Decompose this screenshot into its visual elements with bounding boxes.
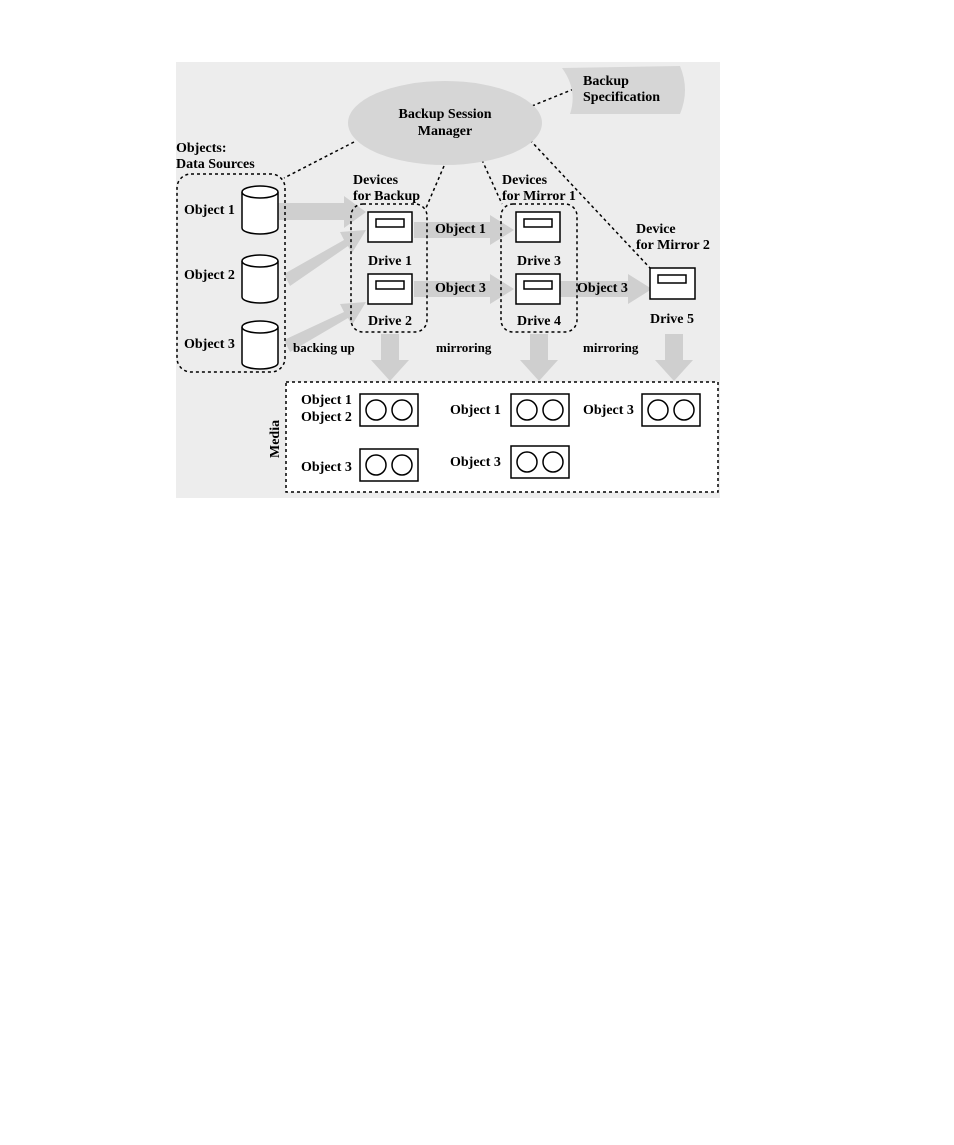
backup-specification-shape [562, 66, 685, 114]
media-tape2-label: Object 3 [301, 460, 352, 475]
mirror2-group-title-line2: for Mirror 2 [636, 238, 710, 253]
media-tape1-label-line1: Object 1 [301, 393, 352, 408]
database-icon [241, 254, 279, 304]
arrow-drive2-to-drive4 [414, 274, 514, 304]
spec-label-line2: Specification [583, 90, 660, 105]
media-tape1-label-line2: Object 2 [301, 410, 352, 425]
arrow-object1-to-drive1 [278, 196, 366, 228]
drive-icon [367, 211, 413, 243]
sources-title-line2: Data Sources [176, 157, 255, 172]
flow-label-mirroring-2: mirroring [583, 340, 639, 355]
tape-icon [641, 393, 701, 427]
arrow-drive4-to-media [520, 334, 558, 381]
tape-icon [359, 448, 419, 482]
drive-icon [515, 211, 561, 243]
flow-label-object3-mirror1: Object 3 [435, 281, 486, 296]
mirror2-group-title-line1: Device [636, 222, 676, 237]
connector-manager-to-backup [425, 165, 445, 209]
backup-group-title-line2: for Backup [353, 189, 420, 204]
drive-icon [515, 273, 561, 305]
flow-arrows [278, 196, 693, 381]
arrow-drive2-to-media [371, 334, 409, 381]
drive-4-label: Drive 4 [517, 314, 561, 329]
mirror1-group-title-line1: Devices [502, 173, 548, 188]
media-tape4-label: Object 3 [450, 455, 501, 470]
tape-icon [359, 393, 419, 427]
backup-group-title-line1: Devices [353, 173, 399, 188]
connector-manager-to-sources [283, 141, 355, 179]
backup-devices-group [350, 203, 428, 333]
media-tape5-label: Object 3 [583, 403, 634, 418]
manager-label-line2: Manager [418, 124, 472, 139]
drive-2-label: Drive 2 [368, 314, 412, 329]
drive-1-label: Drive 1 [368, 254, 412, 269]
source-object-1-label: Object 1 [184, 203, 235, 218]
backup-session-manager [348, 81, 542, 165]
tape-icon [510, 445, 570, 479]
flow-label-mirroring-1: mirroring [436, 340, 492, 355]
arrow-drive4-to-drive5 [560, 274, 652, 304]
flow-label-object1: Object 1 [435, 222, 486, 237]
arrow-drive1-to-drive3 [414, 215, 514, 245]
mirror1-devices-group [500, 203, 578, 333]
source-object-2-label: Object 2 [184, 268, 235, 283]
flow-label-backing-up: backing up [293, 340, 355, 355]
arrow-object2-to-drive1 [284, 230, 366, 286]
manager-label-line1: Backup Session [399, 107, 492, 122]
media-title: Media [268, 420, 283, 458]
drive-5-label: Drive 5 [650, 312, 694, 327]
tape-icon [510, 393, 570, 427]
arrow-drive5-to-media [655, 334, 693, 381]
drive-icon [367, 273, 413, 305]
spec-label-line1: Backup [583, 74, 629, 89]
database-icon [241, 320, 279, 370]
connector-manager-to-mirror1 [481, 159, 503, 205]
arrow-object3-to-drive2 [284, 302, 366, 352]
source-object-3-label: Object 3 [184, 337, 235, 352]
mirror1-group-title-line2: for Mirror 1 [502, 189, 576, 204]
drive-icon [649, 267, 696, 300]
database-icon [241, 185, 279, 235]
flow-label-object3-mirror2: Object 3 [577, 281, 628, 296]
media-tape3-label: Object 1 [450, 403, 501, 418]
sources-title-line1: Objects: [176, 141, 227, 156]
connector-manager-to-mirror2 [529, 139, 651, 269]
data-sources-group [176, 173, 286, 373]
drive-3-label: Drive 3 [517, 254, 561, 269]
